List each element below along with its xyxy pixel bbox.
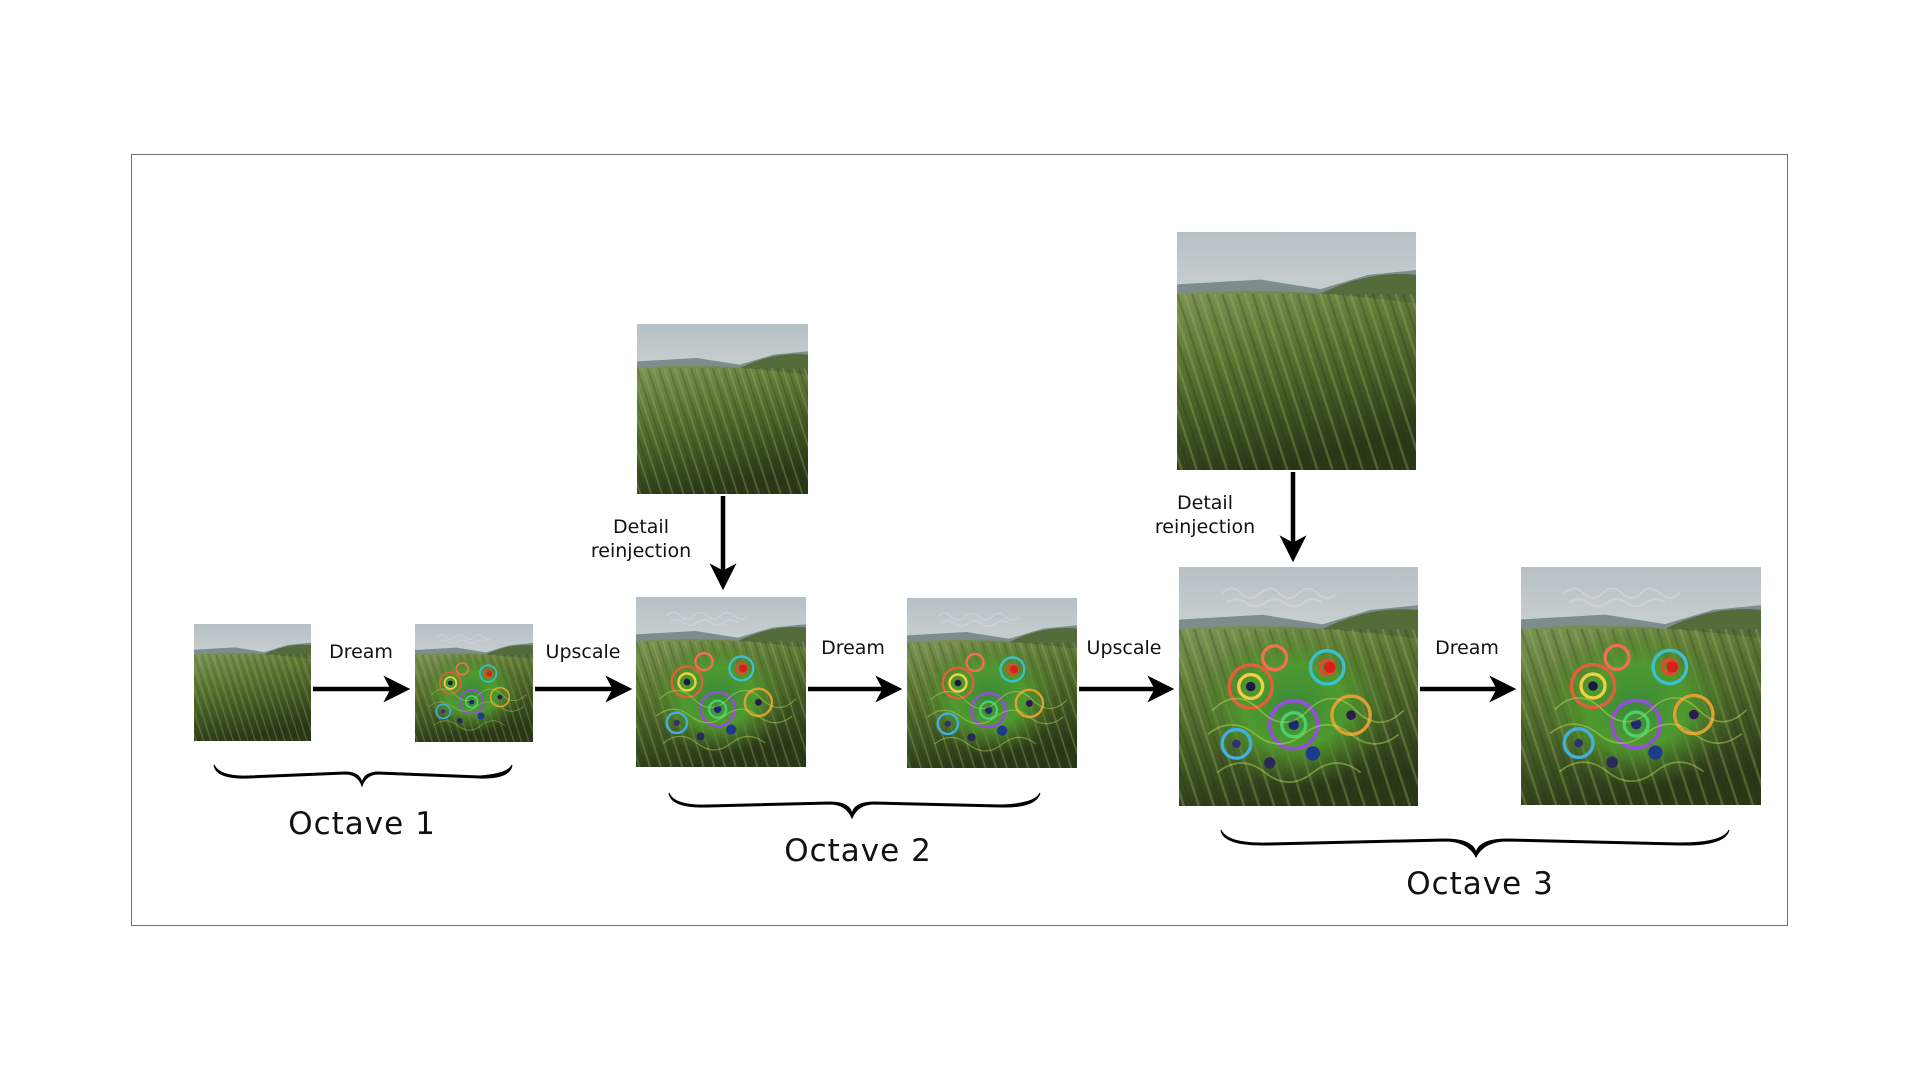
octave1-input-image [194,624,311,741]
dream-label-1: Dream [318,640,404,664]
octave3-detail-image [1177,232,1416,470]
octave1-dream-image [415,624,533,742]
octave3-dream-image [1521,567,1761,805]
detail-reinjection-label-3: Detail reinjection [1144,491,1266,539]
upscale-label-1: Upscale [535,640,631,664]
octave2-dream-image [907,598,1077,768]
detail-line: Detail [580,515,702,539]
octave2-label: Octave 2 [758,833,958,869]
reinjection-line: reinjection [1144,515,1266,539]
detail-reinjection-label-2: Detail reinjection [580,515,702,563]
octave1-label: Octave 1 [262,806,462,842]
upscale-label-2: Upscale [1076,636,1172,660]
octave2-detail-image [637,324,808,494]
octave3-upscaled-image [1179,567,1418,806]
octave3-label: Octave 3 [1380,866,1580,902]
dream-label-3: Dream [1424,636,1510,660]
dream-label-2: Dream [810,636,896,660]
reinjection-line: reinjection [580,539,702,563]
octave2-upscaled-image [636,597,806,767]
detail-line: Detail [1144,491,1266,515]
